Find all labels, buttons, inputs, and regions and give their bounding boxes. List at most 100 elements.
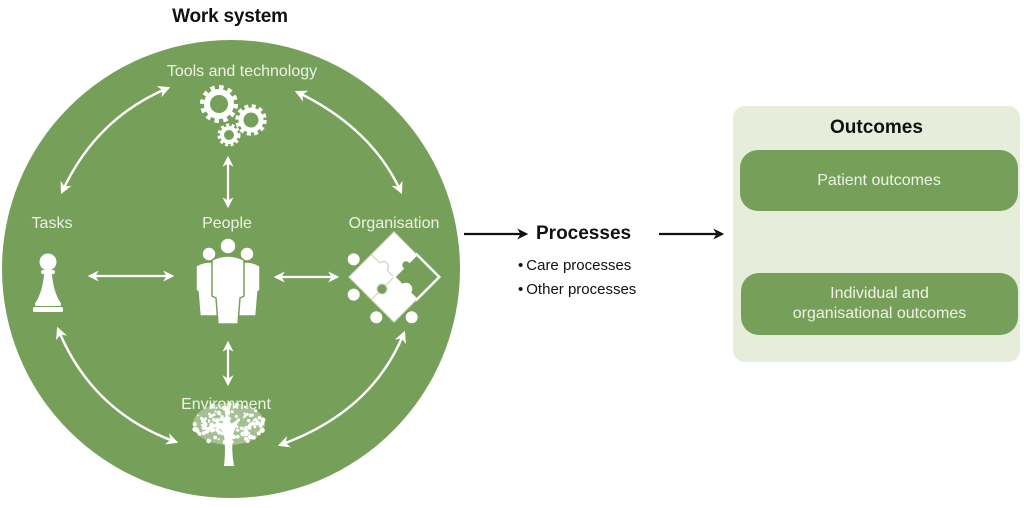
tree-leaf <box>243 430 246 433</box>
tree-leaf <box>257 416 262 420</box>
tree-leaf <box>224 434 227 438</box>
tree-leaf <box>231 423 236 428</box>
tree-leaf <box>234 414 238 418</box>
tree-leaf <box>250 413 254 417</box>
tree-leaf <box>206 438 211 444</box>
tree-leaf <box>215 418 220 423</box>
tree-leaf <box>226 438 230 443</box>
people-label: People <box>202 215 252 232</box>
tree-leaf <box>226 407 230 411</box>
tree-leaf <box>254 417 257 421</box>
tree-leaf <box>244 425 248 430</box>
tree-leaf <box>247 419 251 423</box>
tree-leaf <box>224 411 227 414</box>
tree-leaf <box>230 440 234 444</box>
individual-outcomes-line2: organisational outcomes <box>792 305 967 322</box>
tree-leaf <box>221 415 224 418</box>
tree-leaf <box>200 418 206 424</box>
tree-leaf <box>235 434 240 439</box>
tree-leaf <box>236 428 239 432</box>
tree-leaf <box>253 425 257 429</box>
tree-leaf <box>218 405 221 408</box>
tree-leaf <box>209 403 215 409</box>
tree-leaf <box>233 405 236 409</box>
tree-leaf <box>252 422 256 426</box>
tree-leaf <box>205 429 210 434</box>
chess-pawn-icon <box>33 253 63 312</box>
tree-leaf <box>195 427 198 430</box>
processes-list: Care processes Other processes <box>518 254 636 302</box>
tree-leaf <box>235 405 239 409</box>
tree-leaf <box>248 426 252 430</box>
environment-label: Environment <box>181 396 271 413</box>
tree-leaf <box>209 427 215 433</box>
tree-leaf <box>259 424 263 428</box>
tree-leaf <box>196 414 199 417</box>
tree-leaf <box>246 413 249 416</box>
tree-leaf <box>227 429 231 433</box>
tasks-label: Tasks <box>31 215 73 232</box>
tree-leaf <box>203 422 207 427</box>
processes-title: Processes <box>536 223 632 244</box>
tree-leaf <box>259 427 265 433</box>
tree-leaf <box>231 435 234 438</box>
gears-icon <box>200 85 267 147</box>
tree-leaf <box>236 418 240 422</box>
tree-leaf <box>217 423 223 429</box>
tree-leaf <box>243 412 246 415</box>
tree-leaf <box>225 425 228 429</box>
tree-leaf <box>243 414 247 418</box>
individual-outcomes-label: Individual and organisational outcomes <box>793 284 966 324</box>
tree-leaf <box>213 435 218 440</box>
people-group-icon <box>195 237 261 325</box>
tree-leaf <box>246 429 249 432</box>
tree-leaf <box>235 402 239 407</box>
tree-icon <box>192 402 266 466</box>
process-item: Care processes <box>518 254 636 278</box>
arrow-tasks-environment <box>56 326 179 445</box>
tree-leaf <box>256 423 259 426</box>
tools-label: Tools and technology <box>166 63 318 80</box>
tree-leaf <box>214 410 217 413</box>
patient-outcomes-label: Patient outcomes <box>817 171 941 189</box>
tree-leaf <box>260 417 266 423</box>
tree-leaf <box>227 427 231 431</box>
arrow-tasks-tools <box>60 86 171 195</box>
tree-leaf <box>222 439 228 445</box>
work-system-title: Work system <box>172 6 288 27</box>
tree-leaf <box>209 424 214 429</box>
patient-outcomes-box: Patient outcomes <box>740 150 1018 211</box>
tree-leaf <box>220 431 225 436</box>
tree-leaf <box>201 431 206 436</box>
tree-leaf <box>208 421 211 423</box>
tree-leaf <box>192 422 197 427</box>
tree-leaf <box>258 432 261 436</box>
tree-leaf <box>246 431 250 435</box>
tree-leaf <box>219 418 224 422</box>
tree-leaf <box>200 423 204 427</box>
tree-leaf <box>197 432 202 436</box>
tree-leaf <box>208 419 211 422</box>
process-item: Other processes <box>518 278 636 302</box>
outcomes-title: Outcomes <box>830 117 923 138</box>
tree-leaf <box>227 435 231 440</box>
tree-leaf <box>242 427 245 431</box>
tree-leaf <box>212 413 216 417</box>
tree-leaf <box>201 425 207 431</box>
individual-outcomes-line1: Individual and <box>830 285 929 302</box>
puzzle-pieces-icon <box>347 231 442 324</box>
tree-leaf <box>210 414 213 417</box>
tree-leaf <box>217 438 220 441</box>
tree-leaf <box>213 424 217 428</box>
tree-leaf <box>245 439 250 443</box>
arrow-tools-organisation <box>294 90 403 195</box>
tree-leaf <box>208 412 211 415</box>
tree-leaf <box>230 410 234 414</box>
tree-leaf <box>217 430 222 435</box>
tree-leaf <box>254 409 258 413</box>
tree-leaf <box>215 406 218 409</box>
tree-leaf <box>248 422 253 427</box>
organisation-label: Organisation <box>348 215 440 232</box>
tree-leaf <box>227 422 231 426</box>
